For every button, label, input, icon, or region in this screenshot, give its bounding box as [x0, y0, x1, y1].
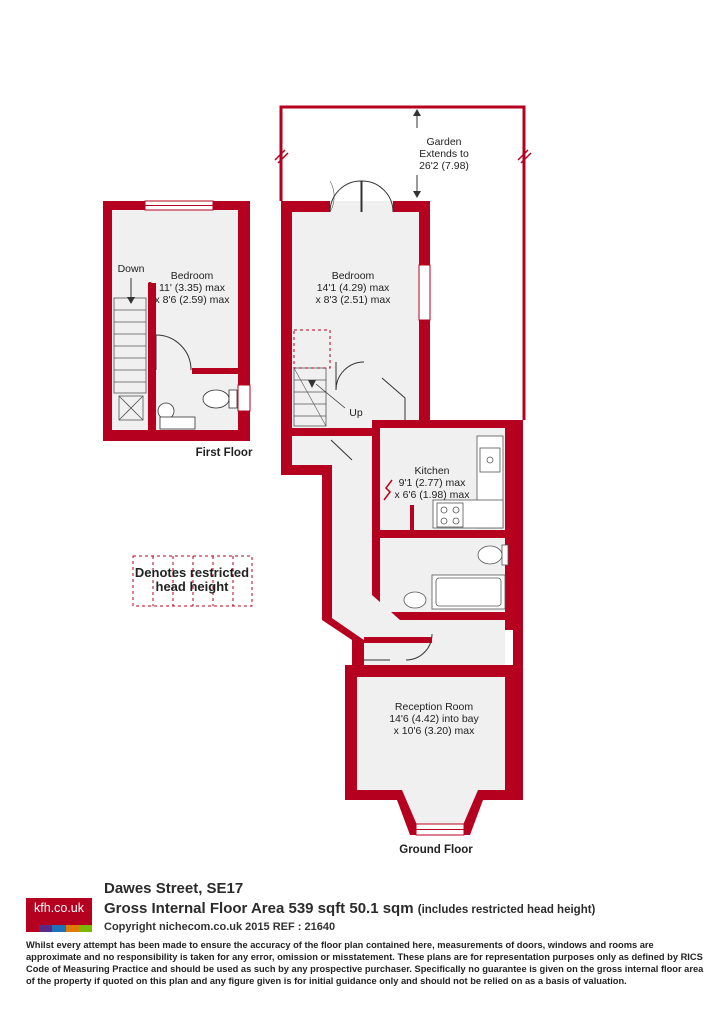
property-address: Dawes Street, SE17 — [104, 880, 244, 897]
ground-bedroom-dim1: 14'1 (4.29) max — [317, 282, 390, 294]
reception-dim1: 14'6 (4.42) into bay — [389, 713, 479, 725]
kfh-logo[interactable]: kfh.co.uk — [26, 898, 93, 932]
stairs-up-label: Up — [349, 407, 363, 419]
reception-dim2: x 10'6 (3.20) max — [394, 725, 476, 737]
logo-color-5 — [78, 925, 93, 932]
first-floor-label: First Floor — [196, 447, 253, 459]
first-bedroom-dim1: 11' (3.35) max — [159, 282, 226, 294]
floor-area: Gross Internal Floor Area 539 sqft 50.1 … — [104, 900, 414, 917]
first-bedroom-name: Bedroom — [171, 270, 214, 282]
legend-line1: Denotes restricted — [135, 565, 249, 580]
restricted-height-legend-box — [132, 555, 253, 607]
logo-text: kfh.co.uk — [33, 901, 85, 915]
floor-area-line: Gross Internal Floor Area 539 sqft 50.1 … — [104, 900, 595, 917]
garden-dim1: Extends to — [419, 148, 469, 160]
floor-plan: Bedroom 11' (3.35) max x 8'6 (2.59) max … — [103, 105, 532, 856]
first-bedroom-dim2: x 8'6 (2.59) max — [155, 294, 231, 306]
reception-name: Reception Room — [395, 701, 473, 713]
copyright: Copyright nichecom.co.uk 2015 REF : 2164… — [104, 921, 336, 933]
garden-dim2: 26'2 (7.98) — [419, 160, 469, 172]
first-floor-plan — [103, 200, 251, 441]
legend-line2: head height — [156, 579, 230, 594]
garden-name: Garden — [426, 136, 461, 148]
stairs-down-label: Down — [118, 263, 145, 275]
logo-color-1 — [26, 925, 40, 932]
floor-area-note: (includes restricted head height) — [417, 904, 596, 916]
logo-color-2 — [39, 925, 53, 932]
kitchen-dim2: x 6'6 (1.98) max — [395, 489, 471, 501]
disclaimer: Whilst every attempt has been made to en… — [26, 940, 704, 986]
ground-bedroom-name: Bedroom — [332, 270, 375, 282]
logo-color-3 — [52, 925, 66, 932]
ground-floor-plan — [274, 105, 532, 836]
logo-color-bar — [26, 925, 93, 932]
ground-floor-label: Ground Floor — [399, 844, 473, 856]
kitchen-name: Kitchen — [414, 465, 449, 477]
logo-color-4 — [65, 925, 79, 932]
ground-bedroom-dim2: x 8'3 (2.51) max — [316, 294, 392, 306]
kitchen-dim1: 9'1 (2.77) max — [399, 477, 467, 489]
